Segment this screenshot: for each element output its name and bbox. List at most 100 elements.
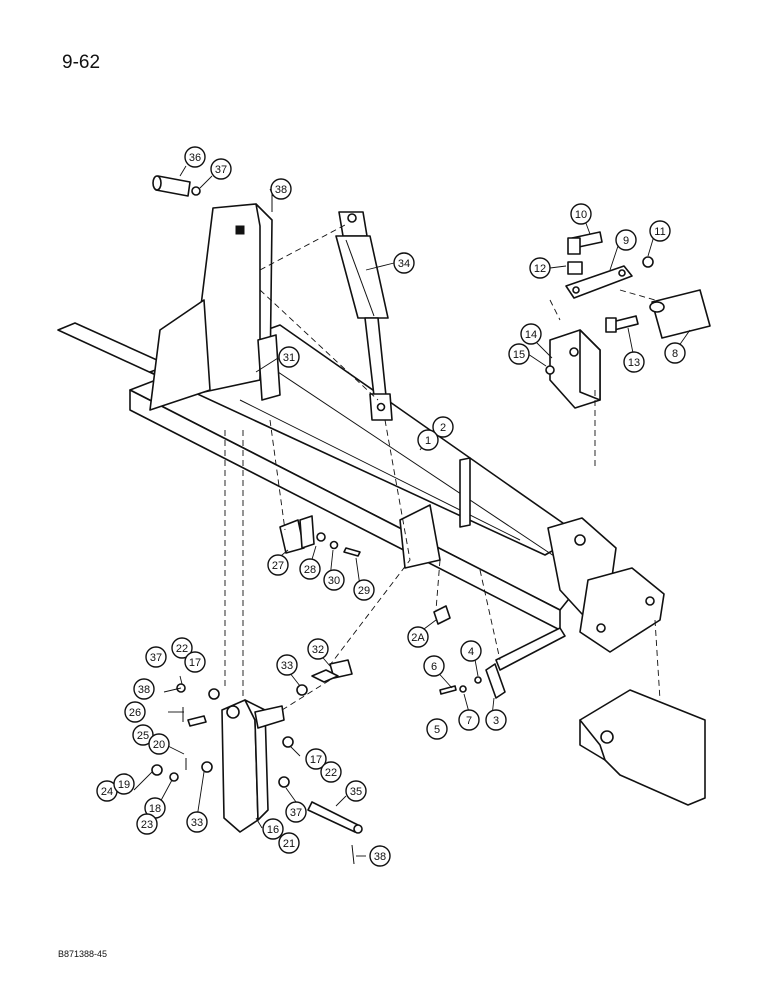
- svg-text:23: 23: [141, 819, 153, 831]
- callout-5: 5: [426, 718, 448, 740]
- svg-text:37: 37: [150, 652, 162, 664]
- svg-text:12: 12: [534, 263, 546, 275]
- svg-text:28: 28: [304, 564, 316, 576]
- svg-text:27: 27: [272, 560, 284, 572]
- page-number: 9-62: [62, 52, 101, 73]
- callout-30: 30: [323, 569, 345, 591]
- callout-21: 21: [278, 832, 300, 854]
- svg-text:35: 35: [350, 786, 362, 798]
- callout-17: 17: [184, 651, 206, 673]
- svg-text:21: 21: [283, 838, 295, 850]
- svg-text:16: 16: [267, 824, 279, 836]
- callout-1: 1: [417, 429, 439, 451]
- svg-text:29: 29: [358, 585, 370, 597]
- callout-2: 2: [432, 416, 454, 438]
- callout-22: 22: [171, 637, 193, 659]
- callout-38: 38: [133, 678, 155, 700]
- callout-35: 35: [345, 780, 367, 802]
- callout-32: 32: [307, 638, 329, 660]
- callout-37: 37: [285, 801, 307, 823]
- callout-22: 22: [320, 761, 342, 783]
- svg-text:3: 3: [493, 715, 499, 727]
- svg-text:37: 37: [290, 807, 302, 819]
- callout-33: 33: [276, 654, 298, 676]
- axle-pin-with-plate-3: [485, 627, 566, 699]
- callout-28: 28: [299, 558, 321, 580]
- hitch-tower: [149, 203, 281, 411]
- callout-20: 20: [148, 733, 170, 755]
- hydraulic-cylinder: [335, 211, 393, 421]
- svg-text:26: 26: [129, 707, 141, 719]
- svg-text:8: 8: [672, 348, 678, 360]
- svg-text:33: 33: [191, 817, 203, 829]
- svg-text:38: 38: [275, 184, 287, 196]
- svg-text:4: 4: [468, 646, 474, 658]
- svg-text:38: 38: [374, 851, 386, 863]
- callout-17: 17: [305, 748, 327, 770]
- alignment-lines: [224, 224, 661, 711]
- svg-text:9: 9: [623, 235, 629, 247]
- callout-7: 7: [458, 709, 480, 731]
- callout-31: 31: [278, 346, 300, 368]
- lock-washer-30: [329, 540, 339, 550]
- callout-3: 3: [485, 709, 507, 731]
- callout-27: 27: [267, 554, 289, 576]
- drawing-code: B871388-45: [58, 949, 108, 959]
- callout-19: 19: [113, 773, 135, 795]
- svg-text:25: 25: [137, 730, 149, 742]
- callout-15: 15: [508, 343, 530, 365]
- callout-11: 11: [649, 220, 671, 242]
- svg-text:22: 22: [176, 643, 188, 655]
- svg-text:1: 1: [425, 435, 431, 447]
- svg-text:2A: 2A: [411, 632, 425, 644]
- callout-34: 34: [393, 252, 415, 274]
- svg-text:17: 17: [310, 754, 322, 766]
- svg-text:15: 15: [513, 349, 525, 361]
- callout-38: 38: [270, 178, 292, 200]
- callout-29: 29: [353, 579, 375, 601]
- bolt-5: [439, 685, 457, 695]
- washer-7: [459, 685, 467, 693]
- svg-text:22: 22: [325, 767, 337, 779]
- callout-25: 25: [132, 724, 154, 746]
- svg-text:24: 24: [101, 786, 113, 798]
- svg-text:10: 10: [575, 209, 587, 221]
- top-pin-36: [152, 175, 201, 197]
- svg-text:14: 14: [525, 329, 537, 341]
- cylinder-rod-end: [649, 289, 711, 339]
- svg-text:31: 31: [283, 352, 295, 364]
- link-plate: [565, 265, 633, 299]
- callout-9: 9: [615, 229, 637, 251]
- callout-36: 36: [184, 146, 206, 168]
- nut-2a: [433, 605, 451, 625]
- callout-37: 37: [210, 158, 232, 180]
- frame-end-bracket: [547, 517, 665, 653]
- callout-37: 37: [145, 646, 167, 668]
- callout-13: 13: [623, 351, 645, 373]
- callout-6: 6: [423, 655, 445, 677]
- pins-and-bushings: [545, 231, 654, 375]
- svg-text:38: 38: [138, 684, 150, 696]
- bracket-with-pin-27: [279, 515, 315, 554]
- svg-text:30: 30: [328, 575, 340, 587]
- svg-text:18: 18: [149, 803, 161, 815]
- bolt-29: [343, 547, 361, 557]
- nut-4: [474, 676, 482, 684]
- pin-35: [307, 801, 363, 834]
- callout-23: 23: [136, 813, 158, 835]
- wing-frame-section: [579, 689, 706, 806]
- cotter-pins-38: [182, 192, 355, 865]
- svg-text:13: 13: [628, 357, 640, 369]
- svg-text:37: 37: [215, 164, 227, 176]
- svg-text:17: 17: [189, 657, 201, 669]
- callout-38: 38: [369, 845, 391, 867]
- callout-26: 26: [124, 701, 146, 723]
- svg-text:7: 7: [466, 715, 472, 727]
- callout-14: 14: [520, 323, 542, 345]
- svg-text:32: 32: [312, 644, 324, 656]
- rear-clevis-bracket: [549, 329, 601, 409]
- callout-12: 12: [529, 257, 551, 279]
- svg-text:11: 11: [654, 226, 665, 238]
